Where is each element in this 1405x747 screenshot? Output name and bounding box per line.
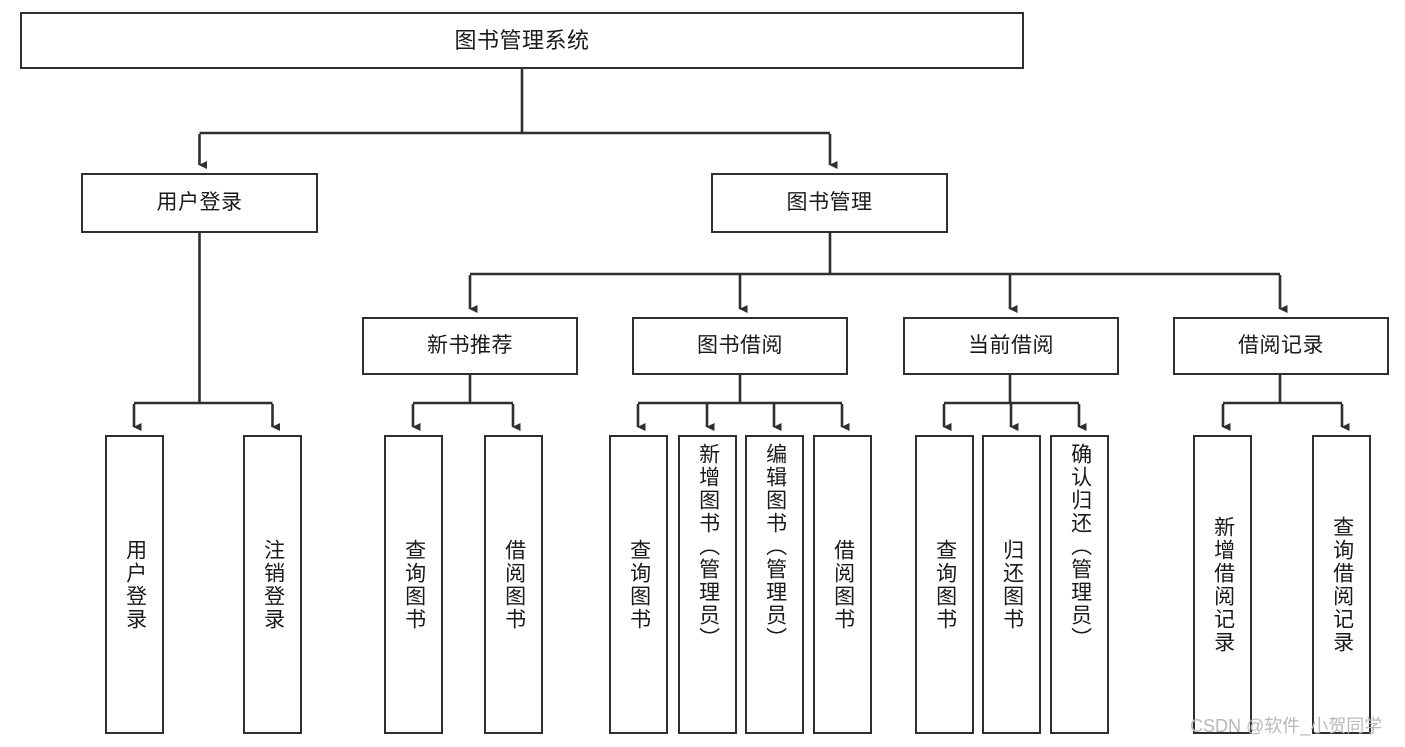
node-label: 借阅图书 <box>831 538 855 631</box>
node-label: 用户登录 <box>156 190 243 214</box>
leaf-borrow-book-recommend[interactable]: 借阅图书 <box>484 435 543 734</box>
node-label: 编辑图书（管理员） <box>763 443 787 650</box>
node-label: 当前借阅 <box>968 333 1054 357</box>
leaf-edit-book-admin[interactable]: 编辑图书（管理员） <box>745 435 804 734</box>
leaf-add-borrow-record[interactable]: 新增借阅记录 <box>1193 435 1252 734</box>
node-label: 新增借阅记录 <box>1211 515 1235 654</box>
node-label: 查询借阅记录 <box>1330 515 1354 654</box>
node-label: 借阅图书 <box>502 538 526 631</box>
leaf-logout[interactable]: 注销登录 <box>243 435 302 734</box>
leaf-confirm-return-admin[interactable]: 确认归还（管理员） <box>1050 435 1109 734</box>
node-user-login[interactable]: 用户登录 <box>81 173 318 233</box>
leaf-query-book-current[interactable]: 查询图书 <box>915 435 974 734</box>
node-current-borrow[interactable]: 当前借阅 <box>903 317 1119 375</box>
node-label: 图书管理系统 <box>454 27 590 53</box>
leaf-add-book-admin[interactable]: 新增图书（管理员） <box>678 435 737 734</box>
node-label: 注销登录 <box>261 538 285 631</box>
leaf-borrow-book[interactable]: 借阅图书 <box>813 435 872 734</box>
node-label: 新增图书（管理员） <box>696 443 720 650</box>
node-label: 用户登录 <box>123 538 147 631</box>
node-root-system[interactable]: 图书管理系统 <box>20 12 1024 69</box>
node-new-book-recommend[interactable]: 新书推荐 <box>362 317 578 375</box>
node-label: 归还图书 <box>1000 538 1024 631</box>
leaf-query-book-borrow[interactable]: 查询图书 <box>609 435 668 734</box>
leaf-user-login[interactable]: 用户登录 <box>105 435 164 734</box>
leaf-query-borrow-record[interactable]: 查询借阅记录 <box>1312 435 1371 734</box>
node-label: 查询图书 <box>402 538 426 631</box>
node-label: 借阅记录 <box>1238 333 1324 357</box>
leaf-query-book-recommend[interactable]: 查询图书 <box>384 435 443 734</box>
node-label: 查询图书 <box>627 538 651 631</box>
node-label: 图书借阅 <box>697 333 783 357</box>
node-borrow-records[interactable]: 借阅记录 <box>1173 317 1389 375</box>
node-label: 查询图书 <box>933 538 957 631</box>
node-label: 图书管理 <box>786 190 873 214</box>
watermark-text: CSDN @软件_小贺同学 <box>1190 716 1383 736</box>
node-book-management[interactable]: 图书管理 <box>711 173 948 233</box>
node-label: 新书推荐 <box>427 333 513 357</box>
node-book-borrow[interactable]: 图书借阅 <box>632 317 848 375</box>
leaf-return-book[interactable]: 归还图书 <box>982 435 1041 734</box>
node-label: 确认归还（管理员） <box>1068 443 1092 650</box>
